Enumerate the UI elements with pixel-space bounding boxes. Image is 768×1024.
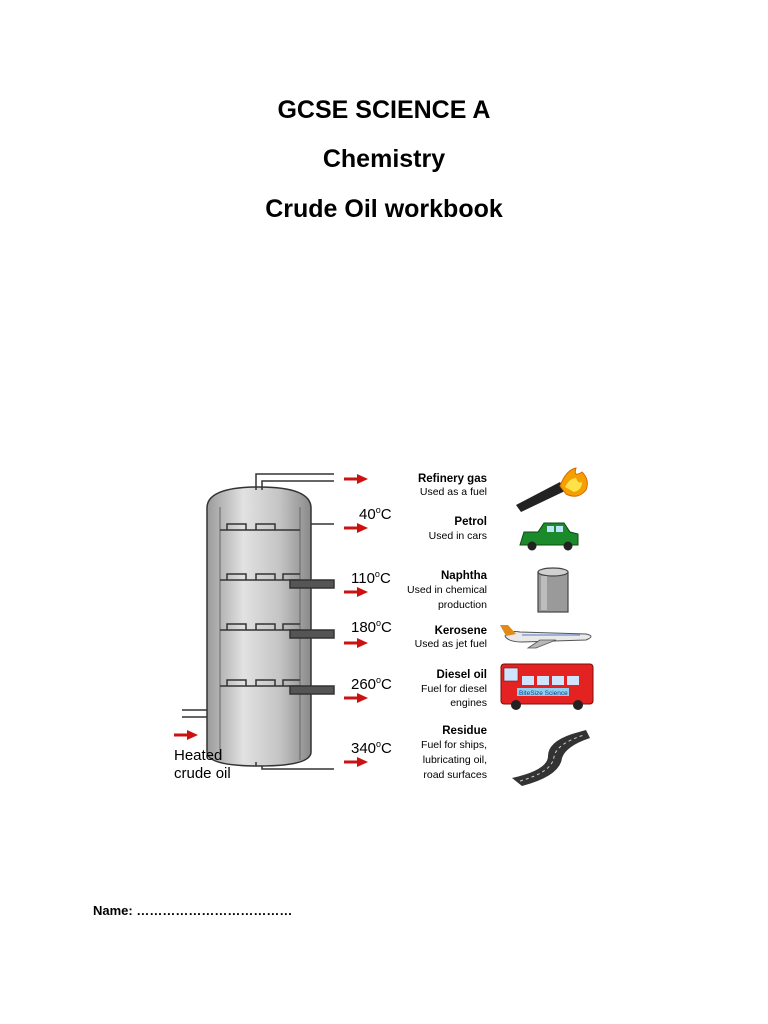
temp-diesel: 260oC <box>351 675 392 693</box>
fraction-use-residue-1: Fuel for ships, <box>421 739 487 751</box>
fraction-use-petrol: Used in cars <box>429 530 487 542</box>
title-line-2: Chemistry <box>322 145 446 173</box>
bus-label: BiteSize Science <box>519 690 568 697</box>
temp-residue: 340oC <box>351 739 392 757</box>
gas-outlet-pipe <box>255 473 334 490</box>
fraction-use-diesel-1: Fuel for diesel <box>421 683 487 695</box>
fraction-use-naphtha-1: Used in chemical <box>407 584 487 596</box>
fraction-use-naphtha-2: production <box>438 599 487 611</box>
title-line-3: Crude Oil workbook <box>265 195 503 223</box>
fraction-name-kerosene: Kerosene <box>435 625 487 637</box>
name-field-label: Name: ……………………………… <box>93 903 293 918</box>
jet-plane-icon <box>500 625 592 649</box>
residue-outlet-pipe <box>255 762 334 770</box>
feed-label-line1: Heated <box>174 747 222 764</box>
fraction-name-diesel: Diesel oil <box>437 669 488 681</box>
arrow-kerosene <box>344 638 368 648</box>
flare-icon <box>516 467 588 512</box>
arrow-residue <box>344 757 368 767</box>
feed-pipe <box>182 709 207 718</box>
temp-kerosene: 180oC <box>351 618 392 636</box>
tray-4 <box>220 679 335 695</box>
fraction-use-diesel-2: engines <box>450 697 487 709</box>
fraction-name-petrol: Petrol <box>454 516 487 528</box>
tray-1 <box>220 523 300 531</box>
fraction-use-refinery-gas: Used as a fuel <box>420 486 487 498</box>
title-line-1: GCSE SCIENCE A <box>277 96 491 124</box>
arrow-petrol <box>344 523 368 533</box>
distillation-column <box>206 486 312 767</box>
feed-arrow <box>174 730 198 740</box>
feed-label-line2: crude oil <box>174 765 231 782</box>
tray-3 <box>220 623 335 639</box>
fraction-name-residue: Residue <box>442 725 487 737</box>
fraction-use-residue-2: lubricating oil, <box>423 754 487 766</box>
temp-petrol: 40oC <box>359 505 392 523</box>
fraction-use-kerosene: Used as jet fuel <box>415 638 487 650</box>
bus-icon: BiteSize Science <box>500 663 594 710</box>
arrow-refinery-gas <box>344 474 368 484</box>
arrow-naphtha <box>344 587 368 597</box>
fraction-use-residue-3: road surfaces <box>423 769 487 781</box>
tray-2 <box>220 573 335 589</box>
fraction-name-naphtha: Naphtha <box>441 570 488 582</box>
car-icon <box>519 522 579 551</box>
arrow-diesel <box>344 693 368 703</box>
temp-naphtha: 110oC <box>351 569 391 587</box>
fraction-name-refinery-gas: Refinery gas <box>418 473 487 485</box>
drum-icon <box>537 567 569 613</box>
road-icon <box>512 730 590 786</box>
